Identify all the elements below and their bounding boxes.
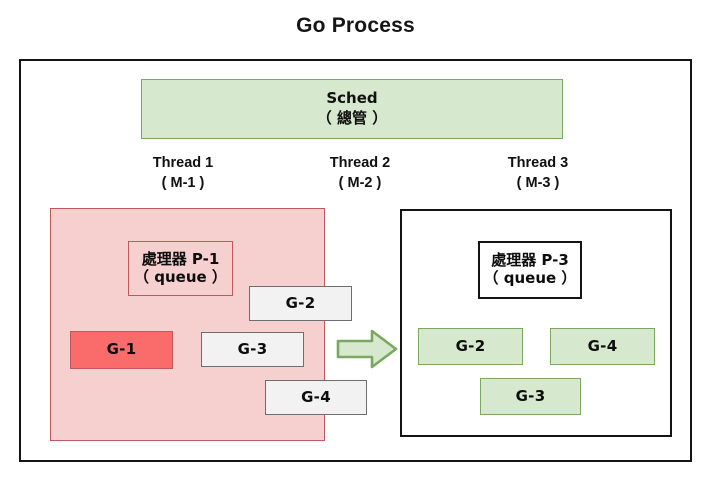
sched-name: Sched — [326, 89, 378, 108]
thread-caption-2: Thread 2 ( M-2 ) — [290, 154, 430, 193]
thread-caption-3: Thread 3 ( M-3 ) — [468, 154, 608, 193]
goroutine-label: G-4 — [587, 336, 618, 355]
goroutine-label: G-3 — [515, 386, 546, 405]
thread-machine-3: ( M-3 ) — [516, 174, 560, 191]
goroutine-chip-g4-queued[interactable]: G-4 — [265, 380, 367, 415]
sched-box: Sched （ 總管 ） — [141, 79, 563, 139]
goroutine-chip-g4-moved[interactable]: G-4 — [550, 328, 655, 365]
thread-label-2: Thread 2 — [329, 155, 391, 171]
processor-p1-queue: （ queue ） — [134, 267, 227, 286]
thread-label-3: Thread 3 — [507, 155, 569, 171]
page-title: Go Process — [296, 14, 415, 37]
goroutine-chip-g2-moved[interactable]: G-2 — [418, 328, 523, 365]
thread-machine-1: ( M-1 ) — [161, 174, 205, 191]
thread-caption-1: Thread 1 ( M-1 ) — [113, 154, 253, 193]
goroutine-chip-g1[interactable]: G-1 — [70, 331, 173, 369]
processor-p1-label: 處理器 P-1 （ queue ） — [128, 241, 233, 296]
thread-label-1: Thread 1 — [152, 155, 214, 171]
go-process-frame — [19, 59, 692, 462]
processor-p1-name: 處理器 P-1 — [141, 249, 220, 268]
processor-p3-label: 處理器 P-3 （ queue ） — [478, 241, 582, 299]
processor-p3-name: 處理器 P-3 — [491, 251, 569, 270]
goroutine-label: G-3 — [237, 339, 268, 358]
goroutine-label: G-4 — [301, 387, 331, 406]
goroutine-chip-g2-queued[interactable]: G-2 — [249, 286, 352, 321]
goroutine-chip-g3-moved[interactable]: G-3 — [480, 378, 581, 415]
sched-subtitle: （ 總管 ） — [316, 109, 388, 127]
goroutine-chip-g3-queued[interactable]: G-3 — [201, 332, 304, 367]
work-transfer-arrow-icon — [336, 329, 398, 369]
thread-machine-2: ( M-2 ) — [338, 174, 382, 191]
processor-p3-queue: （ queue ） — [483, 269, 577, 287]
goroutine-label: G-2 — [455, 336, 486, 355]
goroutine-label: G-1 — [106, 340, 137, 359]
goroutine-label: G-2 — [285, 293, 316, 312]
